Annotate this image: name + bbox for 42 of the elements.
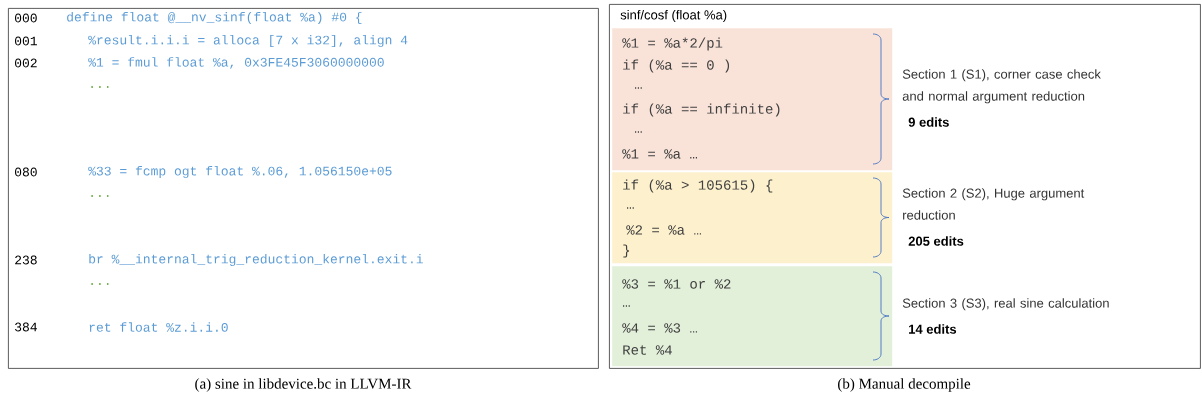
code-line: if (%a == 0 ) [623, 59, 730, 73]
code-line: … [635, 131, 642, 133]
section-box [612, 172, 893, 264]
code-line: %1 = fmul float %a, 0x3FE45F3060000000 [88, 57, 384, 69]
code-line: 080 [15, 167, 37, 177]
code-line: %33 = fcmp ogt float %.06, 1.056150e+05 [88, 165, 392, 179]
code-line: ... [91, 195, 109, 197]
code-line: %result.i.i.i = alloca [7 x i32], align 4 [88, 34, 408, 48]
code-line: if (%a == infinite) [623, 103, 780, 117]
code-line: %1 = %a … [622, 149, 697, 159]
caption: (b) Manual decompile [838, 378, 971, 392]
edit-count: 205 edits [908, 236, 964, 246]
code-panel [8, 8, 599, 369]
code-line: 001 [15, 36, 37, 46]
section-description: Section 1 (S1), corner case check and normal argument reduction [902, 69, 1101, 104]
code-line: … [635, 87, 642, 89]
code-line: 000 [15, 13, 37, 23]
section-box [612, 266, 893, 367]
code-line: Ret %4 [623, 345, 672, 355]
code-line: br %__internal_trig_reduction_kernel.exit.i [89, 253, 423, 267]
code-line: ... [91, 283, 109, 285]
code-line: %3 = %1 or %2 [622, 279, 731, 289]
code-line: ... [91, 86, 109, 88]
section-description: Section 2 (S2), Huge argument reduction [902, 188, 1085, 220]
code-line: 238 [15, 255, 37, 265]
code-line: 384 [15, 322, 37, 332]
code-line: %4 = %3 … [622, 323, 697, 333]
panel-heading: sinf/cosf (float %a) [620, 9, 727, 23]
code-line: … [623, 305, 630, 307]
edit-count: 9 edits [908, 117, 949, 127]
code-line: … [627, 207, 634, 209]
code-line: ret float %z.i.i.0 [89, 322, 228, 332]
code-line: if (%a > 105615) { [623, 179, 773, 193]
code-line: 002 [15, 58, 37, 68]
section-description: Section 3 (S3), real sine calculation [902, 298, 1109, 311]
code-line: %2 = %a … [626, 225, 701, 235]
code-line: %1 = %a*2/pi [622, 37, 723, 51]
code-panel [609, 4, 1201, 369]
edit-count: 14 edits [909, 324, 957, 334]
code-line: define float @__nv_sinf(float %a) #0 { [67, 11, 362, 25]
code-line: } [623, 244, 630, 258]
section-box [612, 28, 893, 171]
